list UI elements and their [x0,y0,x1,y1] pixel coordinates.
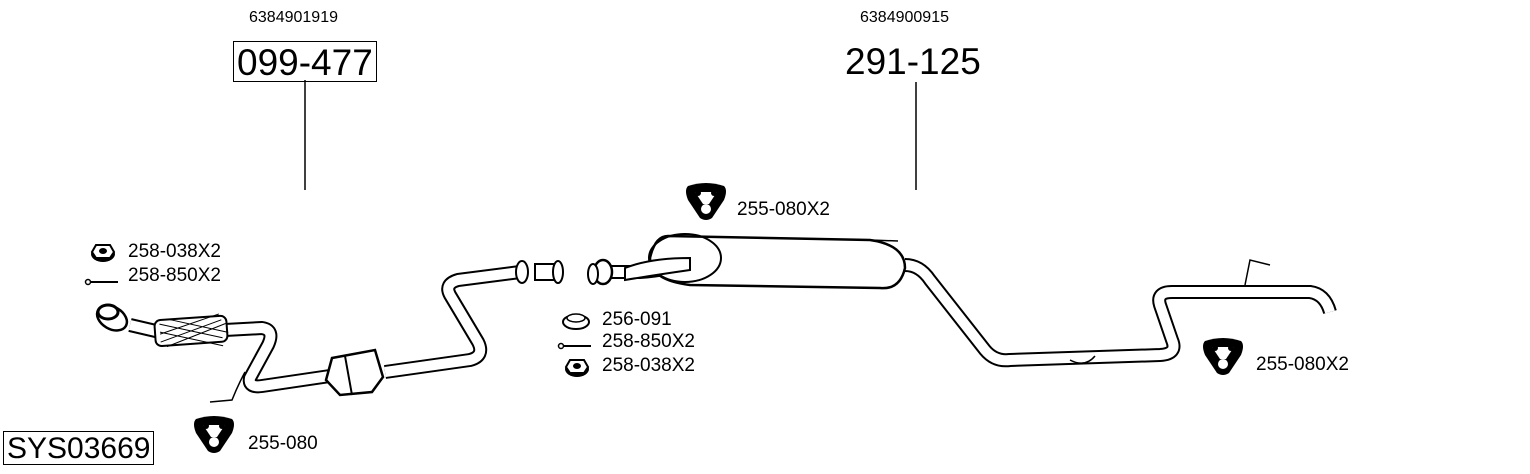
catalytic-converter [324,348,385,397]
fitting-label[interactable]: 255-080X2 [1256,354,1349,375]
front-pipe-099-477 [95,260,564,403]
rubber-mount-icon [1203,338,1243,375]
fitting-label[interactable]: 258-038X2 [128,241,221,262]
nut-icon [90,244,116,263]
fitting-label[interactable]: 258-038X2 [602,355,695,376]
sealing-ring-icon [562,313,590,330]
system-code: SYS03669 [3,431,155,465]
fitting-label[interactable]: 256-091 [602,309,672,330]
part-number-rear-silencer[interactable]: 291-125 [845,41,981,82]
fitting-label[interactable]: 255-080 [248,433,318,454]
bolt-icon [557,342,592,350]
fitting-label[interactable]: 258-850X2 [602,331,695,352]
part-number-front-pipe[interactable]: 099-477 [233,41,377,82]
fitting-label[interactable]: 255-080X2 [737,199,830,220]
rubber-mount-icon [686,183,726,220]
oe-number-front: 6384901919 [249,9,338,26]
nut-icon [564,359,590,378]
fitting-label[interactable]: 258-850X2 [128,265,221,286]
bolt-icon [84,278,119,286]
oe-number-rear: 6384900915 [860,9,949,26]
rear-pipe-291-125 [587,233,1337,368]
rubber-mount-icon [194,416,234,453]
